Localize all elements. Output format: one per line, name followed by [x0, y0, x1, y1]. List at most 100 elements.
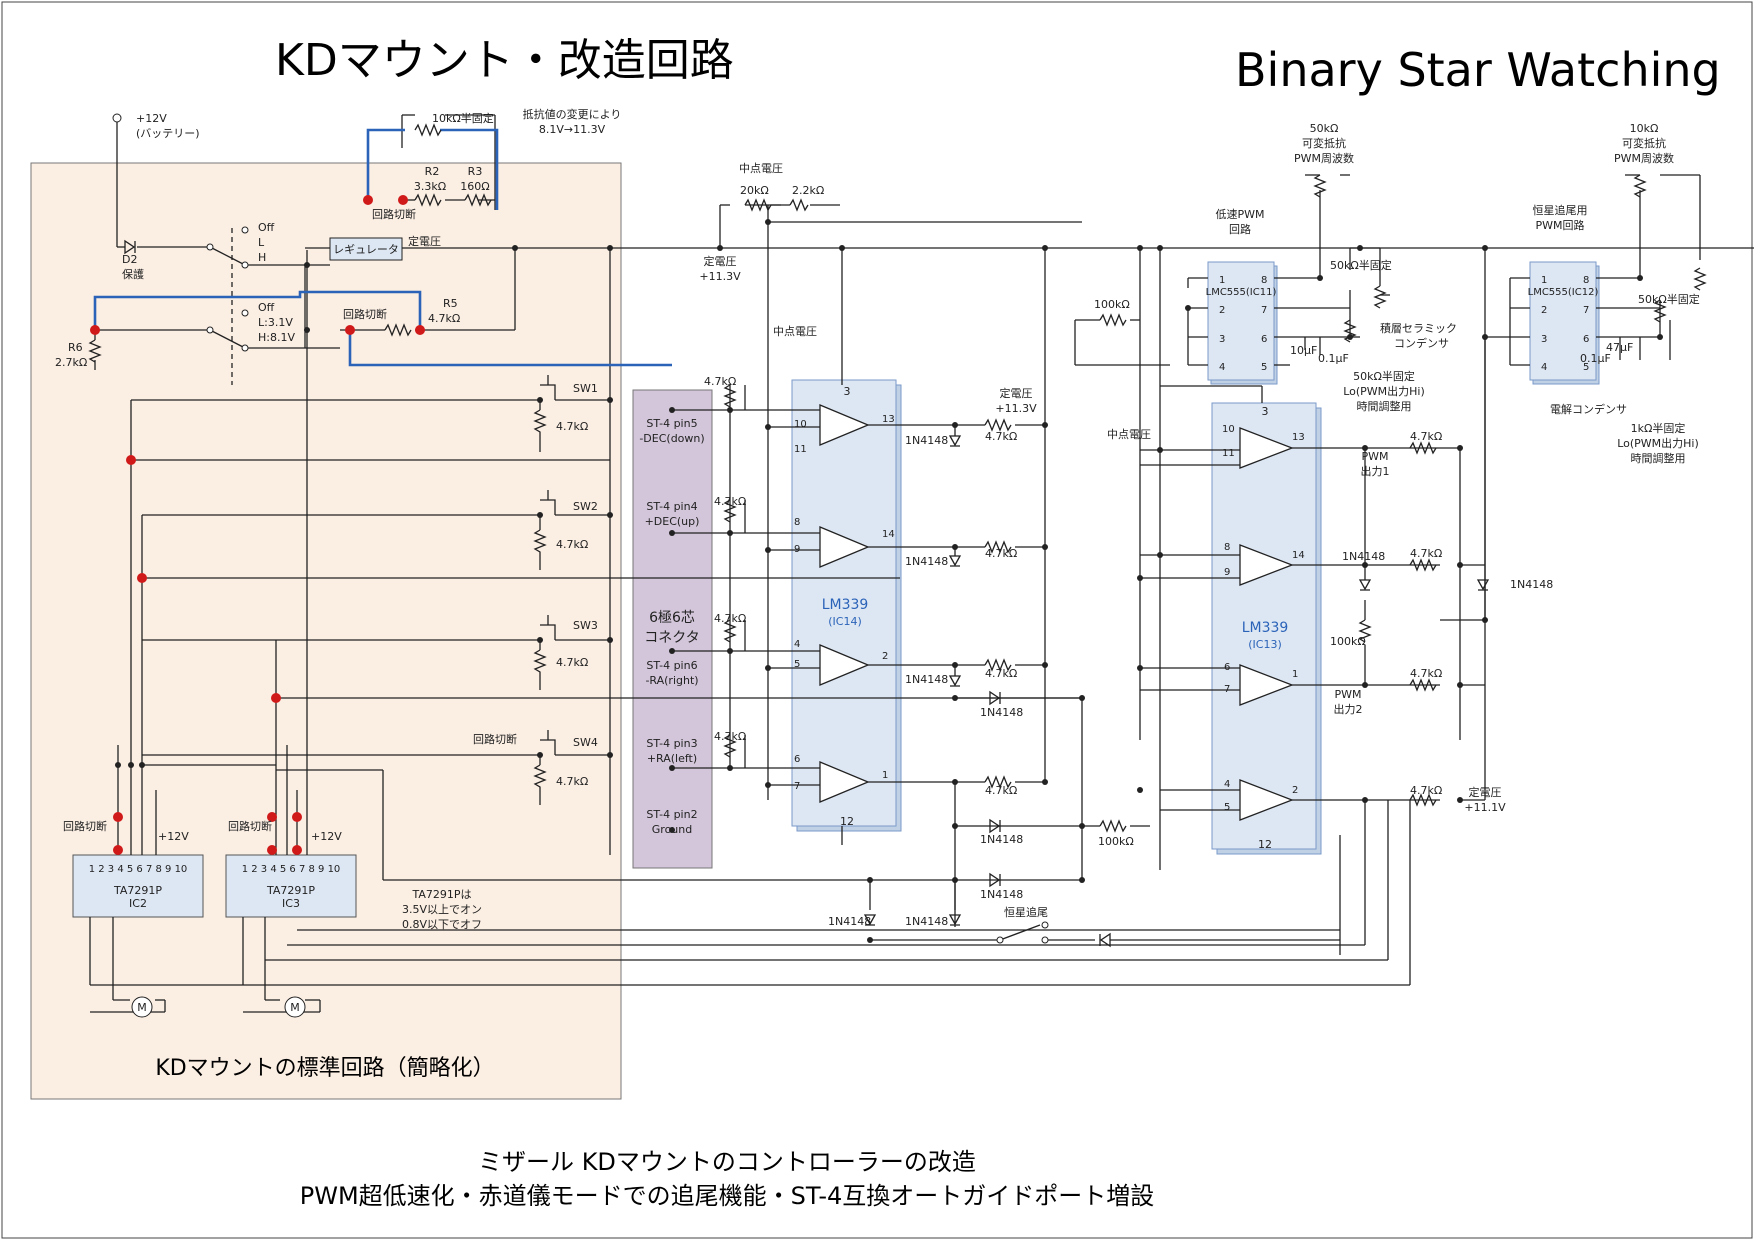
const-voltage-label: 定電圧 [1469, 785, 1502, 799]
svg-text:6: 6 [1261, 334, 1267, 345]
trim-10k-label: 10kΩ半固定 [432, 111, 494, 125]
junction-dot [952, 662, 958, 668]
modification-point [271, 693, 281, 703]
connector-pin4-a: ST-4 pin4 [646, 500, 697, 513]
svg-text:4: 4 [1219, 362, 1225, 373]
junction-dot [1362, 445, 1368, 451]
svg-text:8: 8 [1261, 275, 1267, 286]
modification-point [398, 195, 408, 205]
connector-pin6-a: ST-4 pin6 [646, 659, 697, 672]
cut-label: 回路切断 [228, 819, 272, 833]
pwm-low-var-3: PWM周波数 [1294, 152, 1354, 165]
svg-text:4: 4 [794, 639, 800, 650]
pwm-track-block-1: 恒星追尾用 [1533, 203, 1588, 217]
svg-text:1: 1 [1219, 275, 1225, 286]
mod-wire-trim [366, 128, 499, 210]
modification-point [113, 845, 123, 855]
regulator-box [329, 237, 403, 261]
pwm-out2-b: 出力2 [1334, 702, 1363, 716]
svg-text:7: 7 [1224, 684, 1230, 695]
junction-dot [304, 327, 310, 333]
r47k-label: 4.7kΩ [556, 656, 588, 669]
modification-point [137, 573, 147, 583]
r47k-label: 4.7kΩ [556, 420, 588, 433]
cut-label: 回路切断 [343, 307, 387, 321]
junction-dot [727, 648, 733, 654]
pwm-low-var-1: 50kΩ [1310, 122, 1339, 135]
r3-name: R3 [468, 165, 483, 178]
const-voltage-value: +11.1V [1464, 801, 1506, 814]
junction-dot [765, 665, 771, 671]
junction-dot [765, 219, 771, 225]
r47k-label: 4.7kΩ [1410, 430, 1442, 443]
junction-dot [727, 407, 733, 413]
pwm-track-trimlo-2: Lo(PWM出力Hi) [1617, 436, 1699, 450]
junction-dot [765, 782, 771, 788]
ta-ic2-name: TA7291P [113, 884, 162, 897]
pwm-out1-b: 出力1 [1361, 464, 1390, 478]
connector-title-1: 6極6芯 [649, 610, 695, 626]
svg-text:2: 2 [1292, 785, 1298, 796]
junction-dot [1482, 245, 1488, 251]
sw-speed-h: H:8.1V [258, 331, 295, 344]
pwm-track-trimlo-3: 時間調整用 [1631, 451, 1686, 465]
connector-pin5-b: -DEC(down) [639, 432, 704, 445]
mod-wire-speed [93, 290, 422, 330]
lmc555-pin-numbers: 1 2 3 4 8 7 6 5 1 2 3 4 8 7 6 5 [1219, 275, 1589, 373]
junction-dot [727, 530, 733, 536]
elec-cap-label: 電解コンデンサ [1550, 402, 1627, 416]
ta-note-1: TA7291Pは [411, 888, 471, 901]
pwm-track-block-2: PWM回路 [1535, 219, 1584, 232]
svg-text:2: 2 [882, 651, 888, 662]
svg-text:10: 10 [1222, 424, 1235, 435]
svg-text:9: 9 [794, 544, 800, 555]
modification-point [292, 845, 302, 855]
svg-text:5: 5 [1583, 362, 1589, 373]
cut-label: 回路切断 [63, 819, 107, 833]
svg-text:8: 8 [1224, 542, 1230, 553]
mid-voltage-label: 中点電圧 [739, 162, 783, 175]
junction-dot [952, 422, 958, 428]
connector-pin3-a: ST-4 pin3 [646, 737, 697, 750]
junction-dot [304, 262, 310, 268]
modification-point [126, 455, 136, 465]
svg-text:1: 1 [882, 770, 888, 781]
d2-label: D2 [122, 253, 137, 266]
svg-text:7: 7 [794, 781, 800, 792]
const-voltage-value: +11.3V [699, 270, 741, 283]
r5-name: R5 [443, 297, 458, 310]
trim-note-2: 8.1V→11.3V [539, 123, 606, 136]
sw-speed-l: L:3.1V [258, 316, 293, 329]
junction-dot [1137, 665, 1143, 671]
r5-value: 4.7kΩ [428, 312, 460, 325]
r22k-label: 2.2kΩ [792, 184, 824, 197]
junction-dot [765, 547, 771, 553]
junction-dot [1079, 695, 1085, 701]
svg-text:6: 6 [1583, 334, 1589, 345]
diode-label: 1N4148 [905, 915, 948, 928]
power-label: +12V [136, 112, 167, 125]
junction-dot [139, 762, 145, 768]
junction-dot [1362, 682, 1368, 688]
diode-label: 1N4148 [980, 888, 1023, 901]
lm339-ic14-ic: (IC14) [828, 615, 862, 628]
sw2-label: SW2 [573, 500, 598, 513]
junction-dot [512, 245, 518, 251]
svg-text:1: 1 [1541, 275, 1547, 286]
connector-pin6-b: -RA(right) [645, 674, 698, 687]
pwm-track-trimlo-1: 1kΩ半固定 [1631, 421, 1686, 435]
junction-dot [1482, 617, 1488, 623]
terminals [112, 113, 1049, 944]
pwm-low-trimlo-1: 50kΩ半固定 [1353, 369, 1415, 383]
r6-value: 2.7kΩ [55, 356, 87, 369]
junction-dot [867, 937, 873, 943]
junction-dot [717, 245, 723, 251]
tracking-switch-label: 恒星追尾 [1004, 905, 1048, 919]
modification-point [267, 812, 277, 822]
pwm-track-var-3: PWM周波数 [1614, 152, 1674, 165]
modification-point [292, 812, 302, 822]
diode-label: 1N4148 [980, 833, 1023, 846]
junction-dot [1362, 797, 1368, 803]
